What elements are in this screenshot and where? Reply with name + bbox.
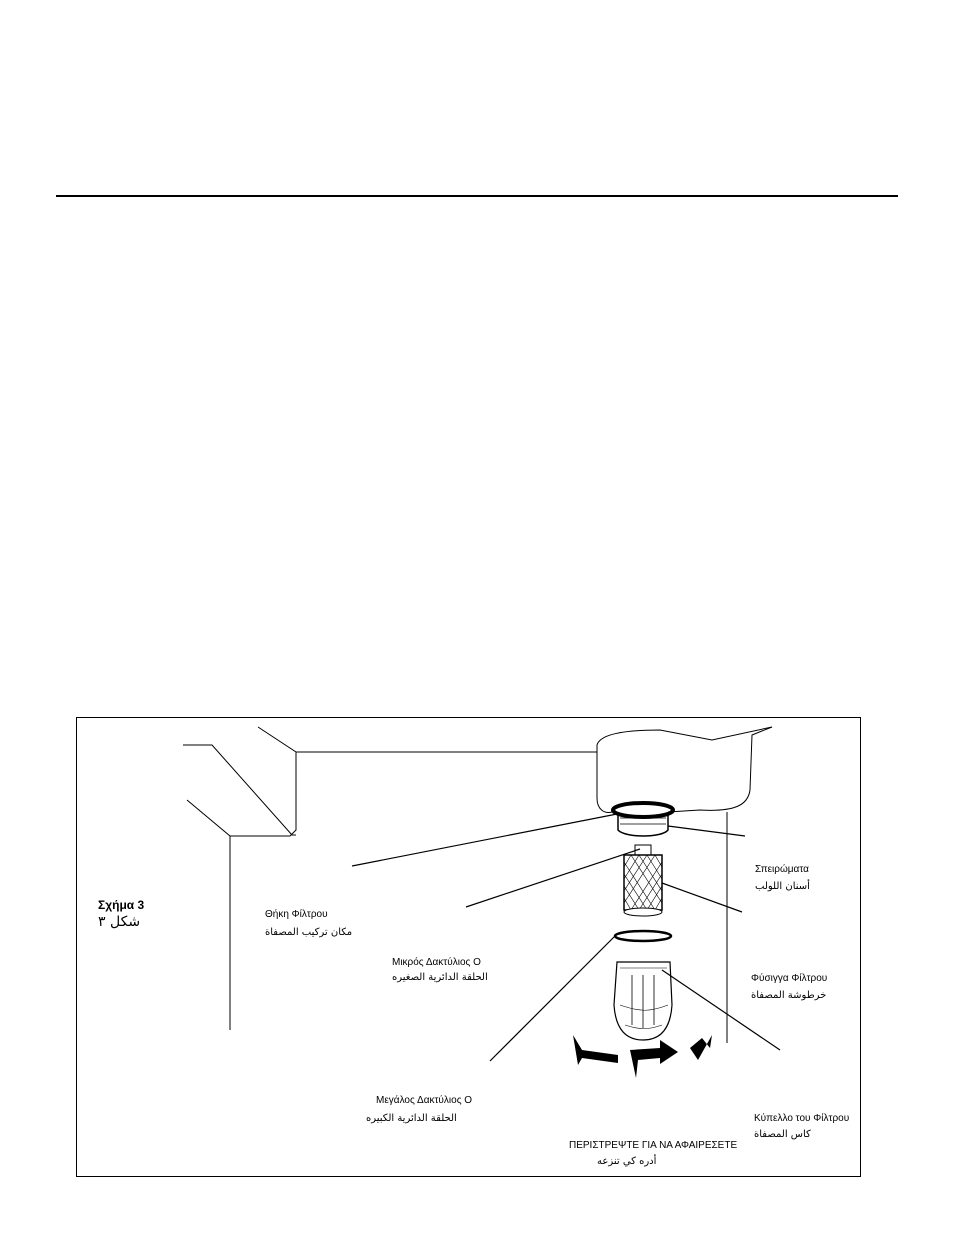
small-o-ring-label-greek: Μικρός Δακτύλιος O bbox=[392, 957, 481, 968]
filter-bowl-label-arabic: كاس المصفاة bbox=[754, 1129, 811, 1140]
leader-lines bbox=[351, 813, 781, 1062]
threads-label-arabic: أسنان اللولب bbox=[755, 881, 810, 892]
filter-bowl-graphic bbox=[613, 961, 673, 1041]
figure-frame bbox=[76, 717, 861, 1177]
appliance-head bbox=[596, 726, 773, 1043]
figure-title-greek: Σχήμα 3 bbox=[98, 898, 145, 912]
appliance-body-left bbox=[183, 726, 597, 1030]
large-o-ring-label-greek: Μεγάλος Δακτύλιος O bbox=[376, 1095, 473, 1106]
filter-housing-ring-graphic bbox=[611, 801, 675, 837]
filter-bowl-label-greek: Κύπελλο του Φίλτρου bbox=[754, 1113, 850, 1124]
filter-housing-label-greek: Θήκη Φίλτρου bbox=[265, 909, 328, 920]
large-o-ring-label-arabic: الحلقة الدائرية الكبيره bbox=[366, 1113, 457, 1124]
filter-cartridge-graphic bbox=[623, 844, 663, 917]
rotate-instruction-arabic: أدره كي تنزعه bbox=[597, 1156, 657, 1167]
threads-label-greek: Σπειρώματα bbox=[755, 864, 809, 875]
top-horizontal-rule bbox=[56, 195, 898, 197]
rotate-arrows-graphic bbox=[573, 1035, 712, 1078]
rotate-instruction-greek: ΠΕΡΙΣΤΡΕΨΤΕ ΓΙΑ ΝΑ ΑΦΑΙΡΕΣΕΤΕ bbox=[569, 1140, 738, 1151]
filter-cartridge-label-greek: Φύσιγγα Φίλτρου bbox=[751, 973, 828, 984]
filter-cartridge-label-arabic: خرطوشة المصفاة bbox=[751, 990, 827, 1001]
small-o-ring-label-arabic: الحلقة الدائرية الصغيره bbox=[392, 972, 488, 983]
filter-housing-label-arabic: مكان تركيب المصفاة bbox=[265, 927, 353, 938]
large-o-ring-graphic bbox=[613, 929, 673, 943]
figure-title-arabic: شكل ٣ bbox=[98, 914, 141, 930]
